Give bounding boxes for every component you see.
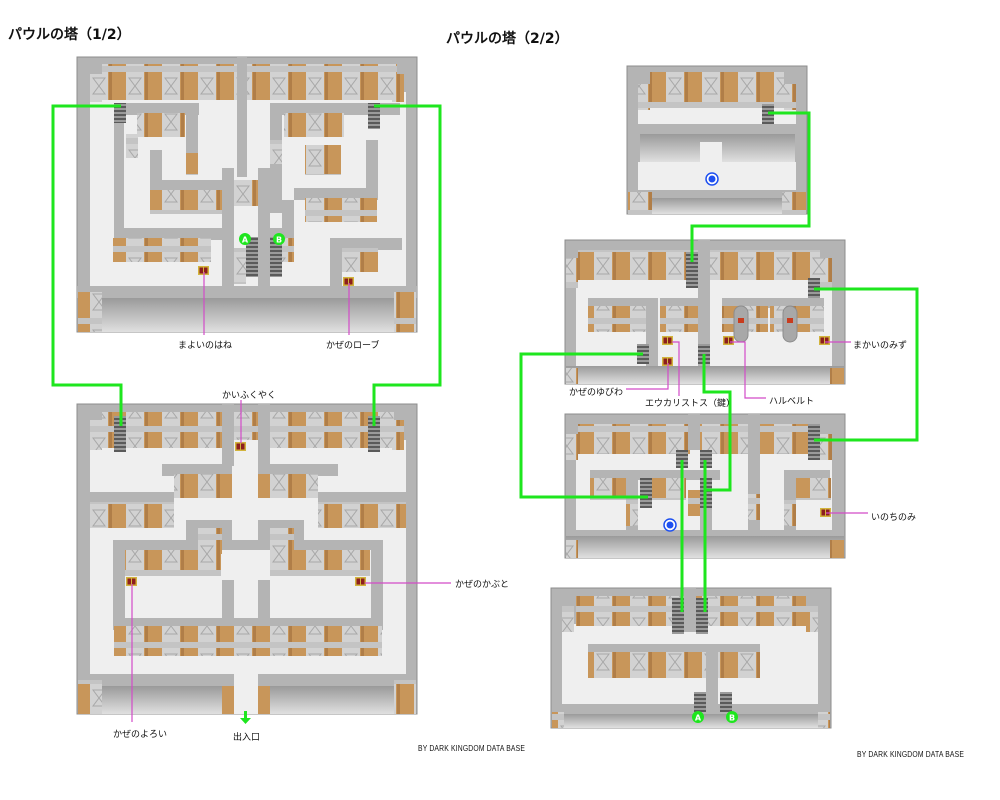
item-label-eucalistus-key: エウカリストス（鍵） xyxy=(645,399,736,409)
stair-connection-routes xyxy=(51,104,919,612)
floor-tower1-lower xyxy=(76,403,418,715)
treasure-chest-icon xyxy=(819,336,830,345)
item-label-halberd: ハルベルト xyxy=(769,397,815,407)
stairs-icon xyxy=(114,103,126,123)
floor-tower1-upper: A B xyxy=(76,56,418,333)
item-label-kaze-no-yubiwa: かぜのゆびわ xyxy=(569,388,624,398)
item-label-kaifukuyaku: かいふくやく xyxy=(222,391,277,401)
credit-left: BY DARK KINGDOM DATA BASE xyxy=(418,744,526,753)
item-label-makai-no-mizu: まかいのみず xyxy=(853,341,908,351)
treasure-chest-icon xyxy=(355,577,366,586)
item-label-kaze-no-robe: かぜのローブ xyxy=(326,341,380,351)
floor-tower2-top xyxy=(626,65,808,215)
item-label-kaze-no-kabuto: かぜのかぶと xyxy=(455,580,510,590)
warp-marker-a-icon: A xyxy=(239,233,251,245)
current-location-marker-icon xyxy=(663,518,677,532)
stairs-icon xyxy=(808,424,820,460)
treasure-chest-icon xyxy=(235,442,246,451)
svg-text:B: B xyxy=(276,236,282,245)
stairs-icon xyxy=(246,237,258,277)
item-leader-lines xyxy=(131,272,868,722)
svg-text:B: B xyxy=(729,714,735,723)
exit-arrow-icon xyxy=(240,711,251,724)
stairs-icon xyxy=(270,237,282,277)
item-label-kaze-no-yoroi: かぜのよろい xyxy=(113,730,168,740)
floor-tower2-f1: A B xyxy=(550,587,832,729)
entrance-label: 出入口 xyxy=(233,733,261,743)
stairs-icon xyxy=(686,252,698,288)
svg-text:A: A xyxy=(242,236,249,245)
warp-marker-a-icon: A xyxy=(692,711,704,723)
stairs-icon xyxy=(676,450,688,468)
stairs-icon xyxy=(694,692,706,712)
map-title-part1: パウルの塔（1/2） xyxy=(8,27,131,43)
floor-tower2-f3 xyxy=(564,239,846,385)
treasure-chest-icon xyxy=(662,336,673,345)
credit-right: BY DARK KINGDOM DATA BASE xyxy=(857,750,965,759)
stairs-icon xyxy=(114,416,126,452)
item-label-mayoi-no-hane: まよいのはね xyxy=(178,341,233,351)
stairs-icon xyxy=(368,416,380,452)
item-label-inochi-no-mi: いのちのみ xyxy=(871,513,917,523)
warp-marker-b-icon: B xyxy=(273,233,285,245)
stairs-icon xyxy=(700,450,712,468)
stairs-icon xyxy=(640,478,652,508)
svg-text:A: A xyxy=(695,714,702,723)
map-title-part2: パウルの塔（2/2） xyxy=(446,31,569,47)
treasure-chest-icon xyxy=(723,336,734,345)
current-location-marker-icon xyxy=(705,172,719,186)
stairs-icon xyxy=(368,103,380,129)
warp-marker-b-icon: B xyxy=(726,711,738,723)
stairs-icon xyxy=(720,692,732,712)
